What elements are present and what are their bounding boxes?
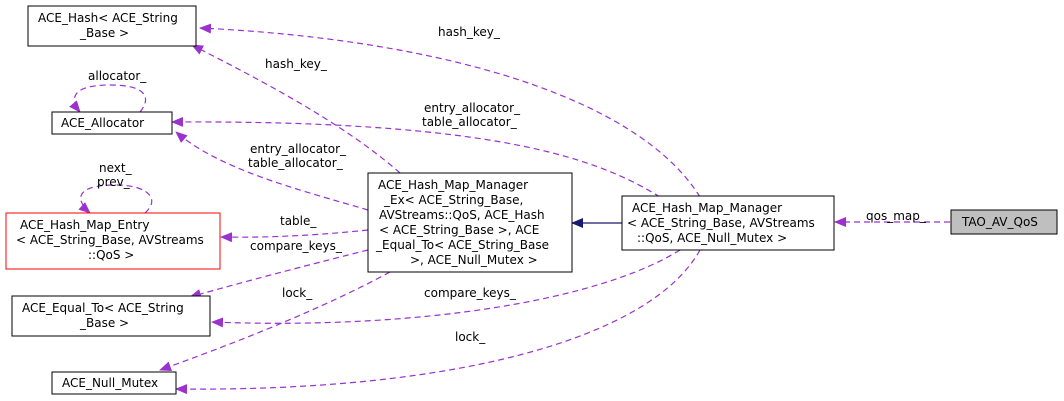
label-entry-allocator-left: entry_allocator_ [250, 142, 347, 156]
edge-entry-self [78, 184, 153, 214]
label-allocator-self: allocator_ [88, 69, 147, 83]
svg-text:>, ACE_Null_Mutex >: >, ACE_Null_Mutex > [410, 253, 538, 267]
svg-text:ACE_Null_Mutex: ACE_Null_Mutex [62, 376, 158, 390]
svg-text:_Base >: _Base > [79, 26, 129, 40]
edge-compare-keys-manager [211, 249, 681, 328]
edge-allocator-manager [171, 116, 661, 198]
svg-text:::QoS >: ::QoS > [88, 248, 134, 262]
label-lock-left: lock_ [282, 286, 313, 300]
svg-text:_Equal_To< ACE_String_Base: _Equal_To< ACE_String_Base [375, 238, 549, 252]
edge-labels: hash_key_ hash_key_ allocator_ entry_all… [88, 25, 927, 344]
svg-text:< ACE_String_Base, AVStreams: < ACE_String_Base, AVStreams [16, 233, 204, 247]
node-ace-allocator[interactable]: ACE_Allocator [51, 111, 173, 135]
label-qos-map: qos_map_ [866, 209, 927, 223]
node-hash-map-manager-ex[interactable]: ACE_Hash_Map_Manager _Ex< ACE_String_Bas… [367, 172, 573, 273]
svg-text:TAO_AV_QoS: TAO_AV_QoS [961, 215, 1038, 229]
label-table-allocator-left: table_allocator_ [248, 156, 344, 170]
svg-text:_Base >: _Base > [79, 316, 129, 330]
edge-lock-ex [159, 271, 391, 372]
edge-hash-key-ex [191, 44, 401, 174]
label-table: table_ [280, 214, 317, 228]
edge-lock-manager [175, 249, 701, 395]
label-compare-keys-right: compare_keys_ [424, 286, 517, 300]
edge-compare-keys-ex [189, 249, 369, 299]
node-ace-hash-map-entry[interactable]: ACE_Hash_Map_Entry < ACE_String_Base, AV… [5, 212, 221, 270]
node-ace-null-mutex[interactable]: ACE_Null_Mutex [51, 371, 177, 395]
label-hash-key-right: hash_key_ [438, 25, 501, 39]
node-hash-map-manager[interactable]: ACE_Hash_Map_Manager < ACE_String_Base, … [621, 195, 835, 251]
edges [69, 23, 950, 395]
svg-text:< ACE_String_Base, AVStreams: < ACE_String_Base, AVStreams [627, 216, 815, 230]
svg-text:_Ex< ACE_String_Base,: _Ex< ACE_String_Base, [383, 193, 523, 207]
edge-hash-key-manager [199, 23, 701, 198]
svg-text:ACE_Hash_Map_Manager: ACE_Hash_Map_Manager [378, 178, 528, 192]
label-entry-allocator-right: entry_allocator_ [424, 101, 521, 115]
edge-table [220, 229, 369, 243]
node-ace-hash[interactable]: ACE_Hash< ACE_String _Base > [27, 5, 197, 47]
svg-text:ACE_Hash_Map_Manager: ACE_Hash_Map_Manager [632, 201, 782, 215]
label-compare-keys-left: compare_keys_ [250, 239, 343, 253]
svg-text:::QoS, ACE_Null_Mutex >: ::QoS, ACE_Null_Mutex > [637, 231, 787, 245]
svg-text:< ACE_String_Base >, ACE: < ACE_String_Base >, ACE [379, 223, 539, 237]
label-lock-right: lock_ [455, 330, 486, 344]
node-tao-av-qos[interactable]: TAO_AV_QoS [950, 209, 1058, 235]
label-prev: prev_ [97, 175, 131, 189]
svg-text:AVStreams::QoS, ACE_Hash: AVStreams::QoS, ACE_Hash [379, 208, 545, 222]
edge-allocator-self [69, 84, 147, 113]
node-ace-equal-to[interactable]: ACE_Equal_To< ACE_String _Base > [11, 295, 211, 337]
label-next: next_ [99, 161, 133, 175]
nodes: ACE_Hash< ACE_String _Base > ACE_Allocat… [5, 5, 1058, 395]
svg-text:ACE_Hash< ACE_String: ACE_Hash< ACE_String [38, 11, 178, 25]
svg-text:ACE_Allocator: ACE_Allocator [61, 116, 144, 130]
svg-text:ACE_Equal_To< ACE_String: ACE_Equal_To< ACE_String [22, 301, 184, 315]
label-hash-key-left: hash_key_ [265, 57, 328, 71]
svg-text:ACE_Hash_Map_Entry: ACE_Hash_Map_Entry [20, 218, 149, 232]
label-table-allocator-right: table_allocator_ [422, 115, 518, 129]
